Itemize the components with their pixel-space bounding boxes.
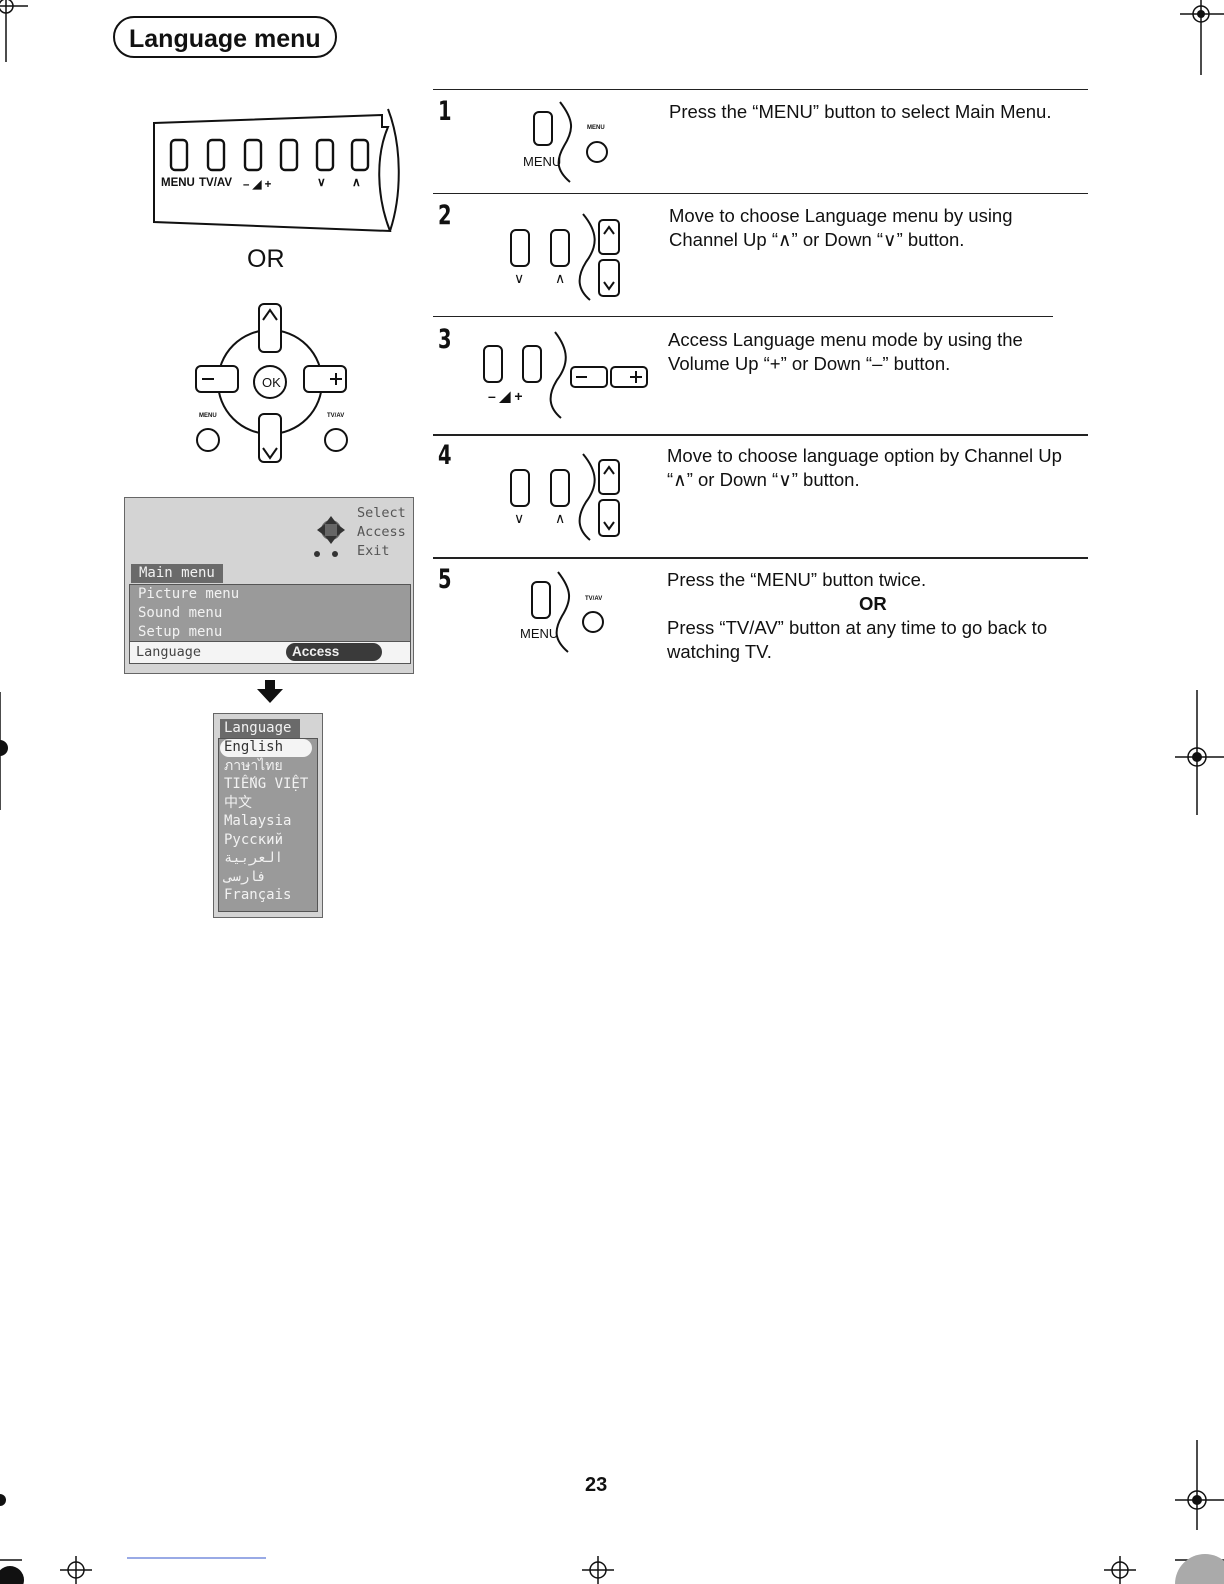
step-1-number: 1	[438, 96, 452, 127]
remote-tvav-label: TV/AV	[327, 413, 345, 419]
osd-access-pill: Access	[286, 643, 382, 661]
language-option-malay: Malaysia	[224, 813, 292, 829]
step-1-text: Press the “MENU” button to select Main M…	[669, 101, 1052, 122]
osd-hint-select: Select	[357, 505, 406, 521]
page-number: 23	[585, 1474, 608, 1496]
language-option-vietnamese: TIẾNG VIỆT	[224, 776, 309, 792]
step-4-rule	[433, 434, 1088, 436]
panel-ch-up-label: ∧	[352, 175, 361, 189]
panel-ch-down-label: ∨	[317, 175, 326, 189]
step-4-text: Move to choose language option by Channe…	[667, 445, 1062, 490]
panel-menu-label: MENU	[161, 177, 195, 189]
osd-item-sound: Sound menu	[138, 605, 223, 621]
remote-menu-label: MENU	[199, 413, 217, 419]
language-option-arabic: العربية	[224, 850, 284, 866]
step-4-diagram	[510, 453, 620, 541]
main-menu-osd: Select Access Exit Main menu Picture men…	[124, 497, 414, 674]
step-5-diagram	[531, 571, 604, 653]
step-2-ch-up-label: ∧	[555, 270, 566, 286]
remote-dpad-diagram	[195, 303, 348, 463]
language-option-french: Français	[224, 887, 292, 903]
osd-hint-access: Access	[357, 524, 406, 540]
language-options-block	[218, 738, 318, 912]
step-2-number: 2	[438, 200, 452, 231]
osd-item-setup: Setup menu	[138, 624, 223, 640]
tv-front-panel-diagram	[153, 108, 400, 233]
language-option-russian: Русский	[224, 831, 284, 848]
step-5-number: 5	[438, 564, 452, 595]
step-1-diagram	[533, 101, 608, 183]
language-option-persian: فارسی	[224, 868, 267, 885]
language-option-english: English	[224, 739, 284, 755]
step-2-text: Move to choose Language menu by using Ch…	[669, 205, 1013, 250]
step-5-btn-label: MENU	[520, 626, 559, 641]
step-5-text-a: Press the “MENU” button twice.	[667, 569, 927, 590]
osd-item-picture: Picture menu	[138, 586, 240, 602]
arrow-down-icon	[257, 680, 283, 703]
osd-selected-row: Language Access	[129, 641, 411, 664]
panel-tvav-label: TV/AV	[199, 177, 233, 189]
language-selected-highlight	[220, 739, 312, 757]
osd-item-language: Language	[136, 644, 202, 660]
step-3-text: Access Language menu mode by using the V…	[668, 329, 1023, 374]
step-1-remote-label: MENU	[587, 125, 605, 131]
step-3-volume-label: – ◢ +	[488, 388, 523, 404]
step-3-rule	[433, 316, 1053, 317]
language-options: English ภาษาไทย TIẾNG VIỆT 中文 Malaysia Р…	[220, 738, 308, 905]
step-3-number: 3	[438, 324, 452, 355]
panel-volume-label: – ◢ +	[243, 179, 272, 191]
page-title: Language menu	[113, 16, 337, 58]
osd-hints: Select Access Exit	[357, 504, 406, 561]
step-2-ch-down-label: ∨	[514, 270, 525, 286]
language-osd: Language English ภาษาไทย TIẾNG VIỆT 中文 M…	[213, 713, 323, 918]
step-2-rule	[433, 193, 1088, 194]
osd-main-title: Main menu	[131, 564, 223, 583]
step-4-ch-up-label: ∧	[555, 510, 566, 526]
or-label: OR	[247, 245, 285, 273]
step-1-rule	[433, 89, 1088, 90]
step-5-rule	[433, 557, 1088, 559]
step-5-text-b: Press “TV/AV” button at any time to go b…	[667, 617, 1048, 662]
step-5-text: Press the “MENU” button twice. OR Press …	[667, 568, 1087, 664]
language-option-thai: ภาษาไทย	[224, 757, 283, 774]
osd-nav-icon	[314, 516, 345, 557]
step-1-btn-label: MENU	[523, 154, 562, 169]
osd-items-block: Picture menu Sound menu Setup menu	[129, 584, 411, 642]
step-2-diagram	[510, 213, 620, 301]
step-5-remote-label: TV/AV	[585, 596, 603, 602]
step-4-ch-down-label: ∨	[514, 510, 525, 526]
step-4-number: 4	[438, 440, 452, 471]
language-osd-title: Language	[220, 719, 300, 738]
remote-ok-label: OK	[262, 375, 281, 390]
osd-hint-exit: Exit	[357, 543, 390, 559]
step-5-or: OR	[859, 593, 887, 614]
step-3-diagram	[483, 331, 648, 419]
language-option-chinese: 中文	[224, 794, 252, 811]
